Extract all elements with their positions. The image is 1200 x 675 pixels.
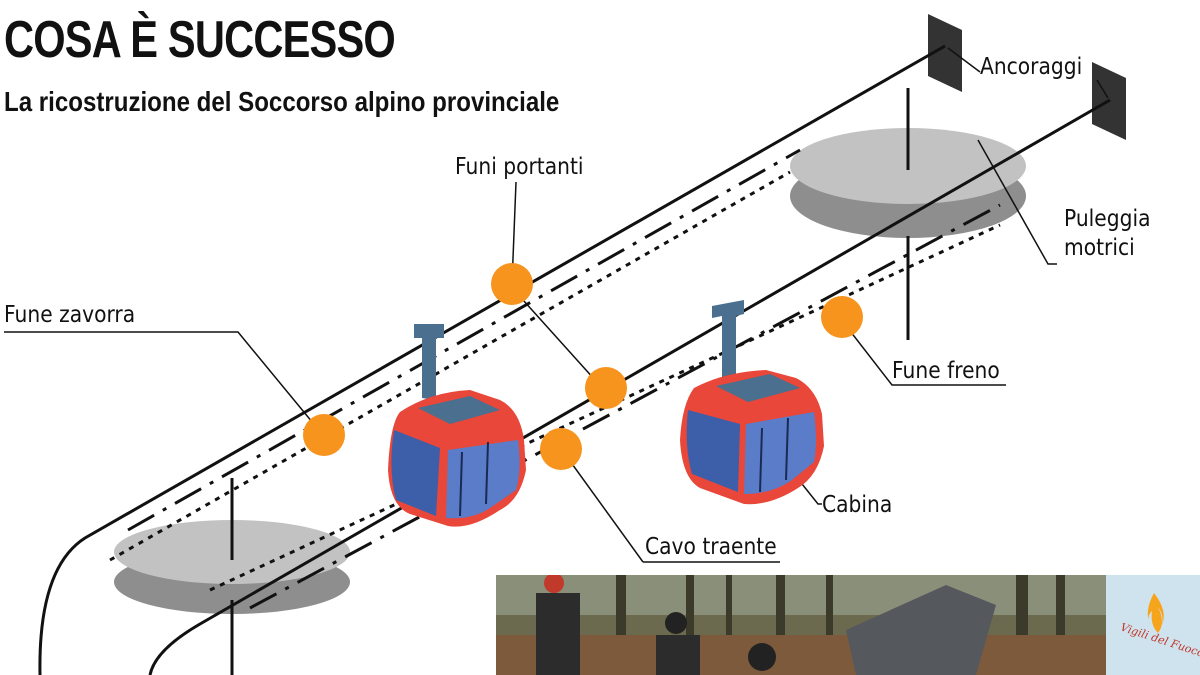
label-funi-portanti: Funi portanti [455, 154, 584, 180]
label-motrici: motrici [1064, 235, 1135, 261]
cabin-left [388, 324, 526, 527]
label-cavo-traente: Cavo traente [645, 534, 777, 560]
rescue-photo-illustration [496, 575, 1200, 675]
vigili-del-fuoco-logo: Vigili del Fuoco [1106, 581, 1200, 675]
ballast-brake-ropes [109, 170, 1001, 592]
label-fune-freno: Fune freno [892, 358, 1000, 384]
marker-cavo-traente [540, 428, 582, 470]
label-fune-zavorra: Fune zavorra [4, 302, 136, 328]
marker-fune-freno [821, 296, 863, 338]
marker-funi-portanti-lower [585, 367, 627, 409]
rescuer-figures [536, 575, 776, 675]
leader-lines [4, 47, 1109, 563]
label-puleggia: Puleggia [1064, 206, 1151, 232]
carrying-ropes [38, 44, 1111, 675]
haul-ropes [127, 148, 1001, 610]
rescue-photo: Vigili del Fuoco [496, 575, 1200, 675]
pulley-top-right [790, 88, 1026, 340]
page-subtitle: La ricostruzione del Soccorso alpino pro… [4, 86, 560, 117]
marker-fune-zavorra [303, 414, 345, 456]
pulley-bottom-left [114, 478, 350, 675]
cabin-right [680, 300, 824, 505]
label-cabina: Cabina [822, 492, 893, 518]
page-title: COSA È SUCCESSO [4, 11, 396, 69]
label-ancoraggi: Ancoraggi [980, 54, 1083, 80]
marker-funi-portanti-upper [491, 263, 533, 305]
anchor-block-left [928, 14, 962, 92]
